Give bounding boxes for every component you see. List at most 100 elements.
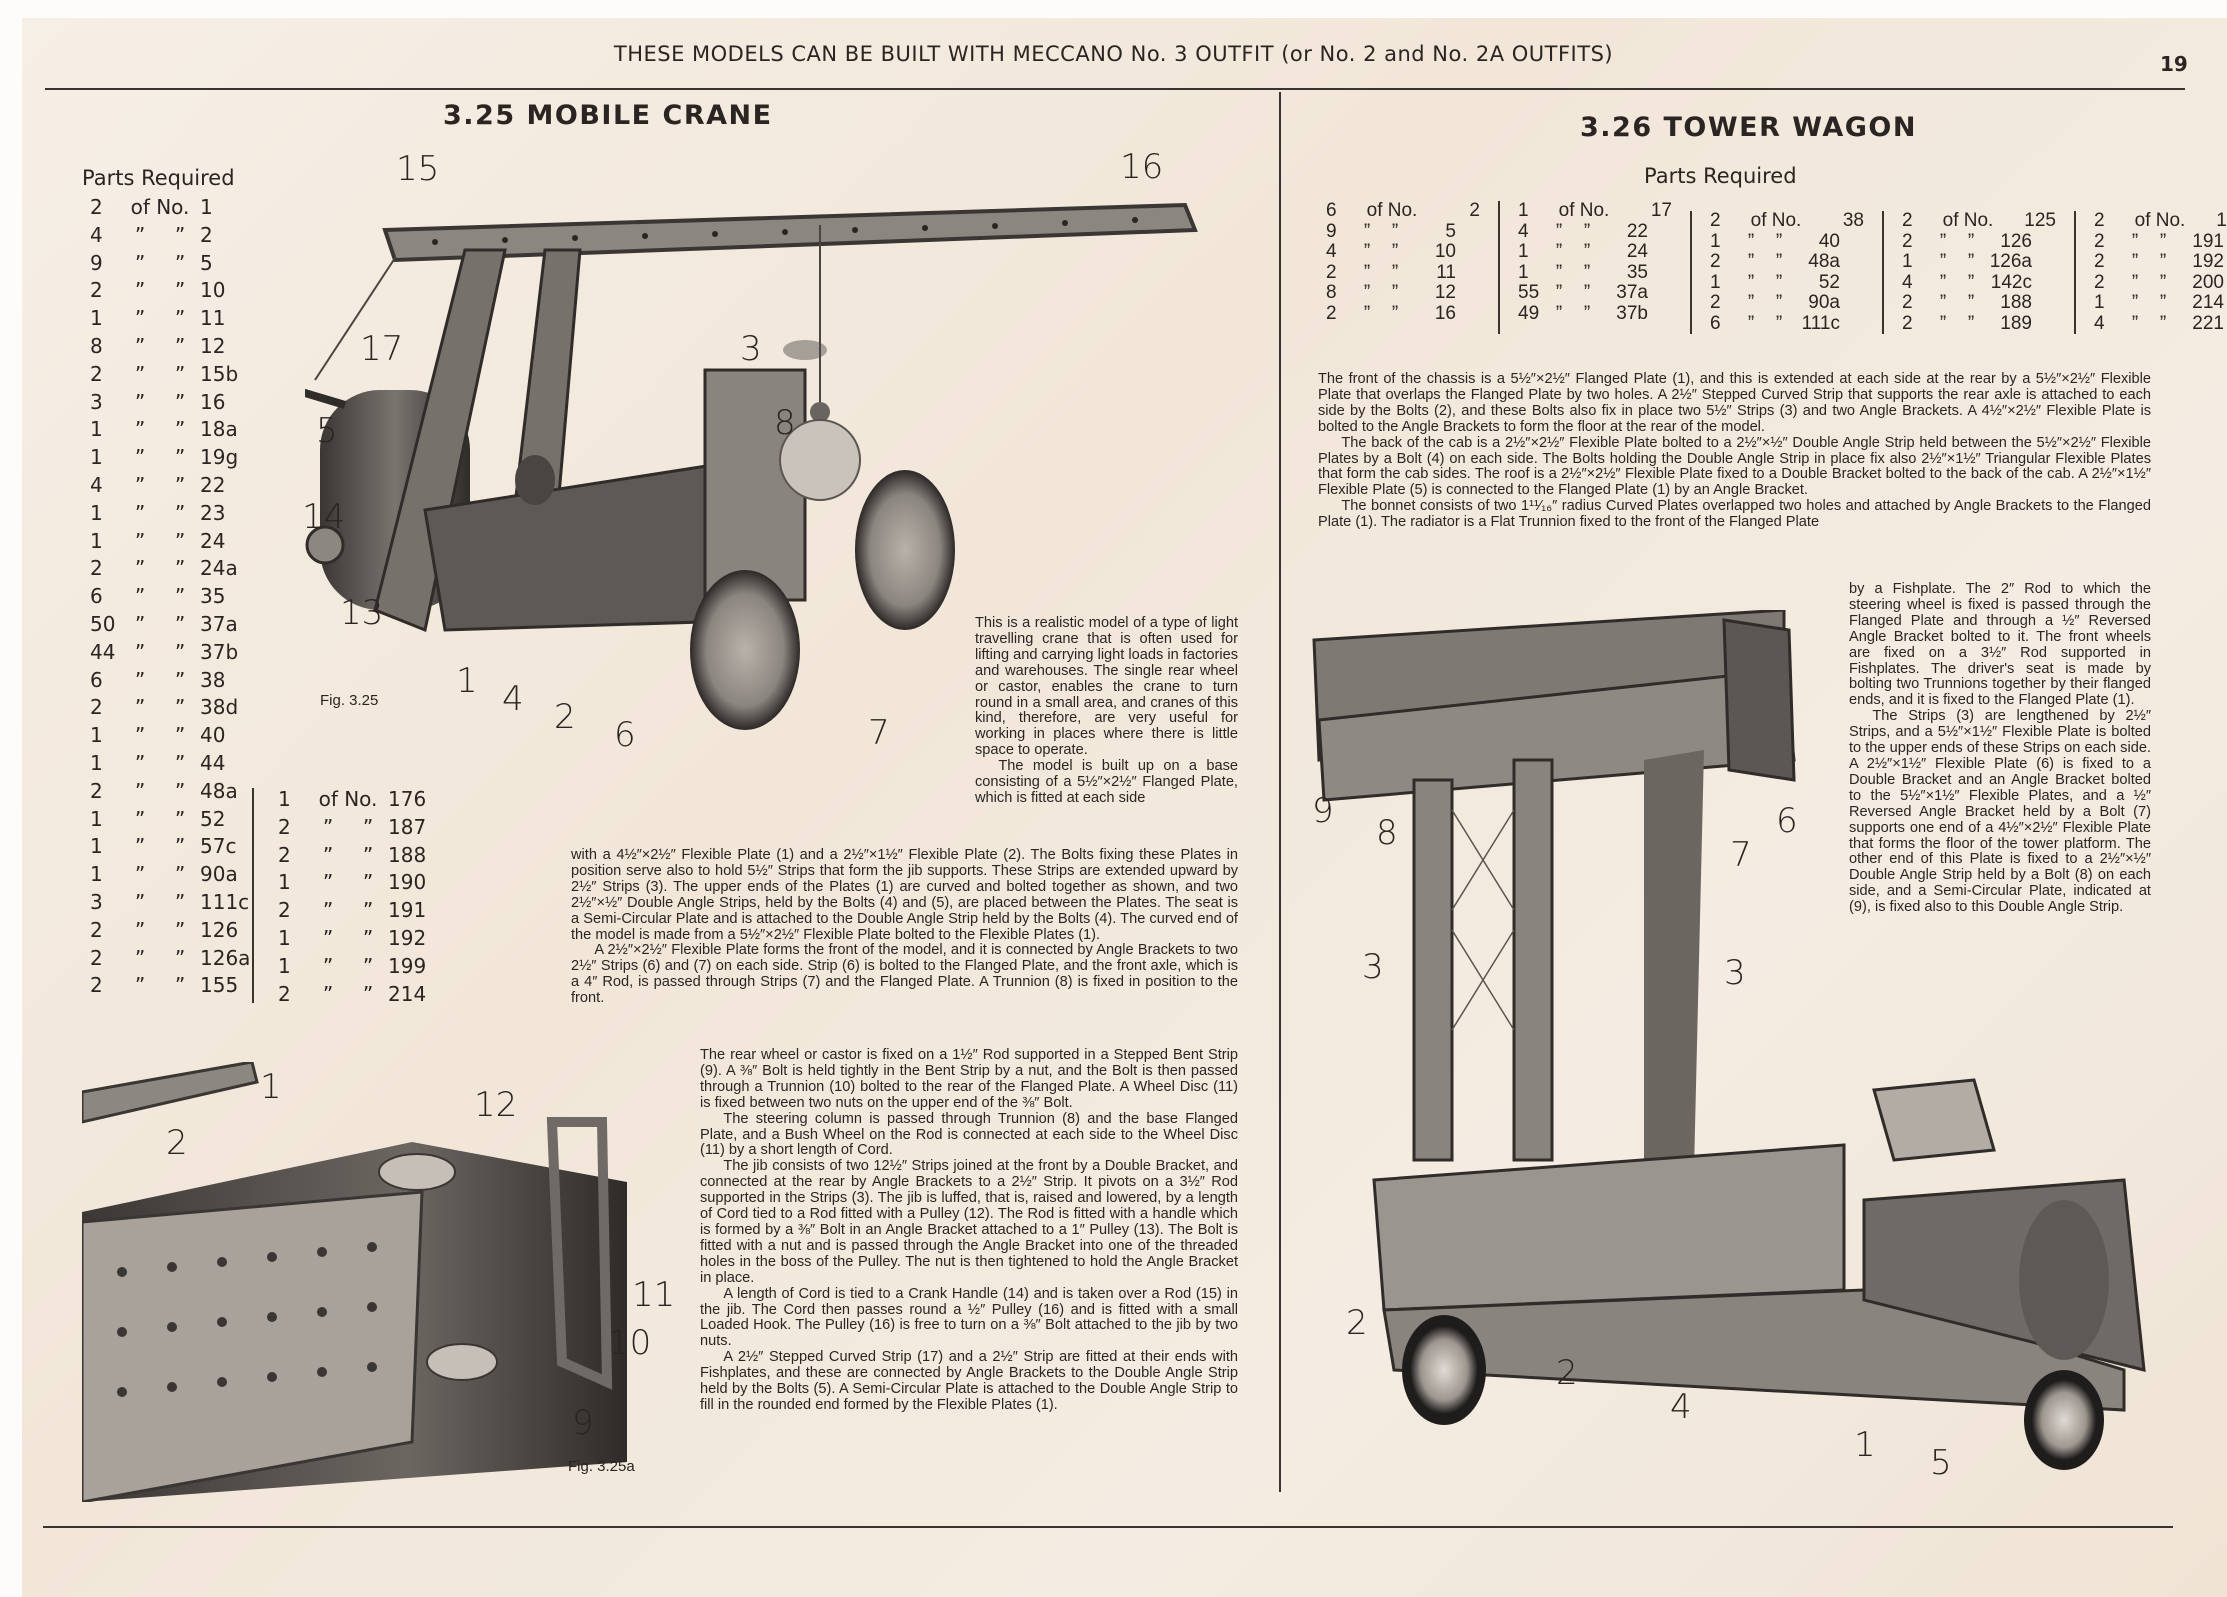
ditto-mark: ” — [174, 584, 186, 609]
part-quantity: 4 — [1902, 271, 1913, 293]
callout-number: 15 — [396, 149, 440, 189]
parts-row: 1””192 — [278, 925, 448, 953]
ditto-mark: ” — [2131, 251, 2139, 272]
part-number: 126a — [200, 945, 251, 970]
ditto-mark: ” — [134, 500, 146, 525]
part-number: 52 — [1818, 271, 1840, 293]
part-number: 17 — [1650, 200, 1672, 221]
part-quantity: 6 — [90, 584, 103, 609]
part-quantity: 3 — [90, 889, 103, 914]
parts-row: 50””37a — [90, 611, 260, 639]
parts-row: 2””188 — [1902, 292, 2056, 314]
part-number: 18a — [200, 417, 238, 442]
ditto-mark: ” — [174, 750, 186, 775]
part-number: 52 — [200, 806, 226, 831]
part-number: 191 — [388, 898, 427, 923]
ditto-mark: ” — [174, 862, 186, 887]
part-number: 37b — [1616, 302, 1648, 324]
part-number: 38d — [200, 695, 239, 720]
part-number: 190 — [2216, 210, 2227, 231]
part-quantity: 8 — [90, 333, 103, 358]
ditto-mark: ” — [1555, 302, 1563, 324]
paragraph: A 2½″×2½″ Flexible Plate forms the front… — [571, 942, 1238, 1007]
parts-row: 2””16 — [1326, 303, 1480, 325]
ditto-mark: ” — [134, 917, 146, 942]
crane-detail-photo — [82, 1062, 627, 1502]
top-rule — [45, 88, 2185, 90]
callout-number: 3 — [740, 329, 762, 369]
ditto-mark: ” — [174, 834, 186, 859]
part-quantity: 2 — [90, 917, 103, 942]
part-number: 176 — [388, 787, 427, 811]
part-quantity: 2 — [90, 361, 103, 386]
part-number: 19g — [200, 445, 239, 470]
part-number: 35 — [200, 584, 226, 609]
part-quantity: 1 — [278, 953, 291, 978]
part-quantity: 1 — [90, 306, 103, 331]
paragraph: The steering column is passed through Tr… — [700, 1110, 1238, 1159]
parts-row: 1””199 — [278, 953, 448, 981]
part-quantity: 1 — [1710, 271, 1721, 293]
ditto-mark: ” — [1555, 241, 1563, 262]
of-no-label: of No. — [130, 195, 190, 219]
ditto-mark: ” — [174, 222, 186, 247]
ditto-mark: ” — [134, 834, 146, 859]
ditto-mark: ” — [134, 445, 146, 470]
parts-row: 2””90a — [1710, 292, 1864, 314]
ditto-mark: ” — [174, 250, 186, 275]
part-quantity: 2 — [1902, 210, 1913, 231]
callout-number: 1 — [1854, 1425, 1876, 1465]
ditto-mark: ” — [2131, 230, 2139, 252]
ditto-mark: ” — [362, 898, 374, 923]
part-quantity: 2 — [2094, 271, 2105, 293]
parts-row: 1””126a — [1902, 251, 2056, 273]
callout-number: 5 — [316, 411, 338, 451]
ditto-mark: ” — [2159, 271, 2167, 293]
part-number: 187 — [388, 814, 427, 839]
ditto-mark: ” — [1967, 271, 1975, 293]
parts-row: 2””126a — [90, 945, 260, 973]
ditto-mark: ” — [1555, 220, 1563, 242]
part-number: 11 — [1436, 261, 1456, 283]
part-quantity: 6 — [1710, 312, 1721, 334]
part-quantity: 2 — [1326, 261, 1337, 283]
parts-row: 3””16 — [90, 389, 260, 417]
part-quantity: 2 — [90, 778, 103, 803]
part-quantity: 2 — [278, 814, 291, 839]
ditto-mark: ” — [174, 528, 186, 553]
ditto-mark: ” — [322, 842, 334, 867]
parts-row: 4””10 — [1326, 241, 1480, 263]
parts-row: 2””192 — [2094, 251, 2227, 273]
callout-number: 9 — [572, 1403, 594, 1443]
part-number: 12 — [1434, 282, 1456, 303]
ditto-mark: ” — [2131, 292, 2139, 313]
callout-number: 2 — [166, 1123, 188, 1163]
ditto-mark: ” — [134, 695, 146, 720]
part-quantity: 6 — [90, 667, 103, 692]
parts-row: 8””12 — [90, 333, 260, 361]
ditto-mark: ” — [362, 870, 374, 895]
parts-row: 55””37a — [1518, 282, 1672, 304]
ditto-mark: ” — [134, 528, 146, 553]
part-quantity: 2 — [278, 898, 291, 923]
ditto-mark: ” — [134, 778, 146, 803]
ditto-mark: ” — [1747, 292, 1755, 313]
callout-number: 3 — [1362, 947, 1384, 987]
ditto-mark: ” — [1747, 271, 1755, 293]
part-quantity: 4 — [2094, 312, 2105, 334]
part-quantity: 4 — [1326, 241, 1337, 262]
ditto-mark: ” — [362, 981, 374, 1006]
ditto-mark: ” — [2159, 312, 2167, 334]
part-number: 12 — [200, 333, 226, 358]
part-number: 48a — [1808, 251, 1840, 272]
parts-row: 2””11 — [1326, 261, 1480, 284]
parts-row: 2””10 — [90, 277, 260, 305]
paragraph: A length of Cord is tied to a Crank Hand… — [700, 1285, 1238, 1350]
ditto-mark: ” — [2131, 312, 2139, 334]
part-quantity: 8 — [1326, 282, 1337, 303]
part-number: 1 — [200, 195, 213, 219]
parts-list-divider — [252, 788, 254, 1003]
